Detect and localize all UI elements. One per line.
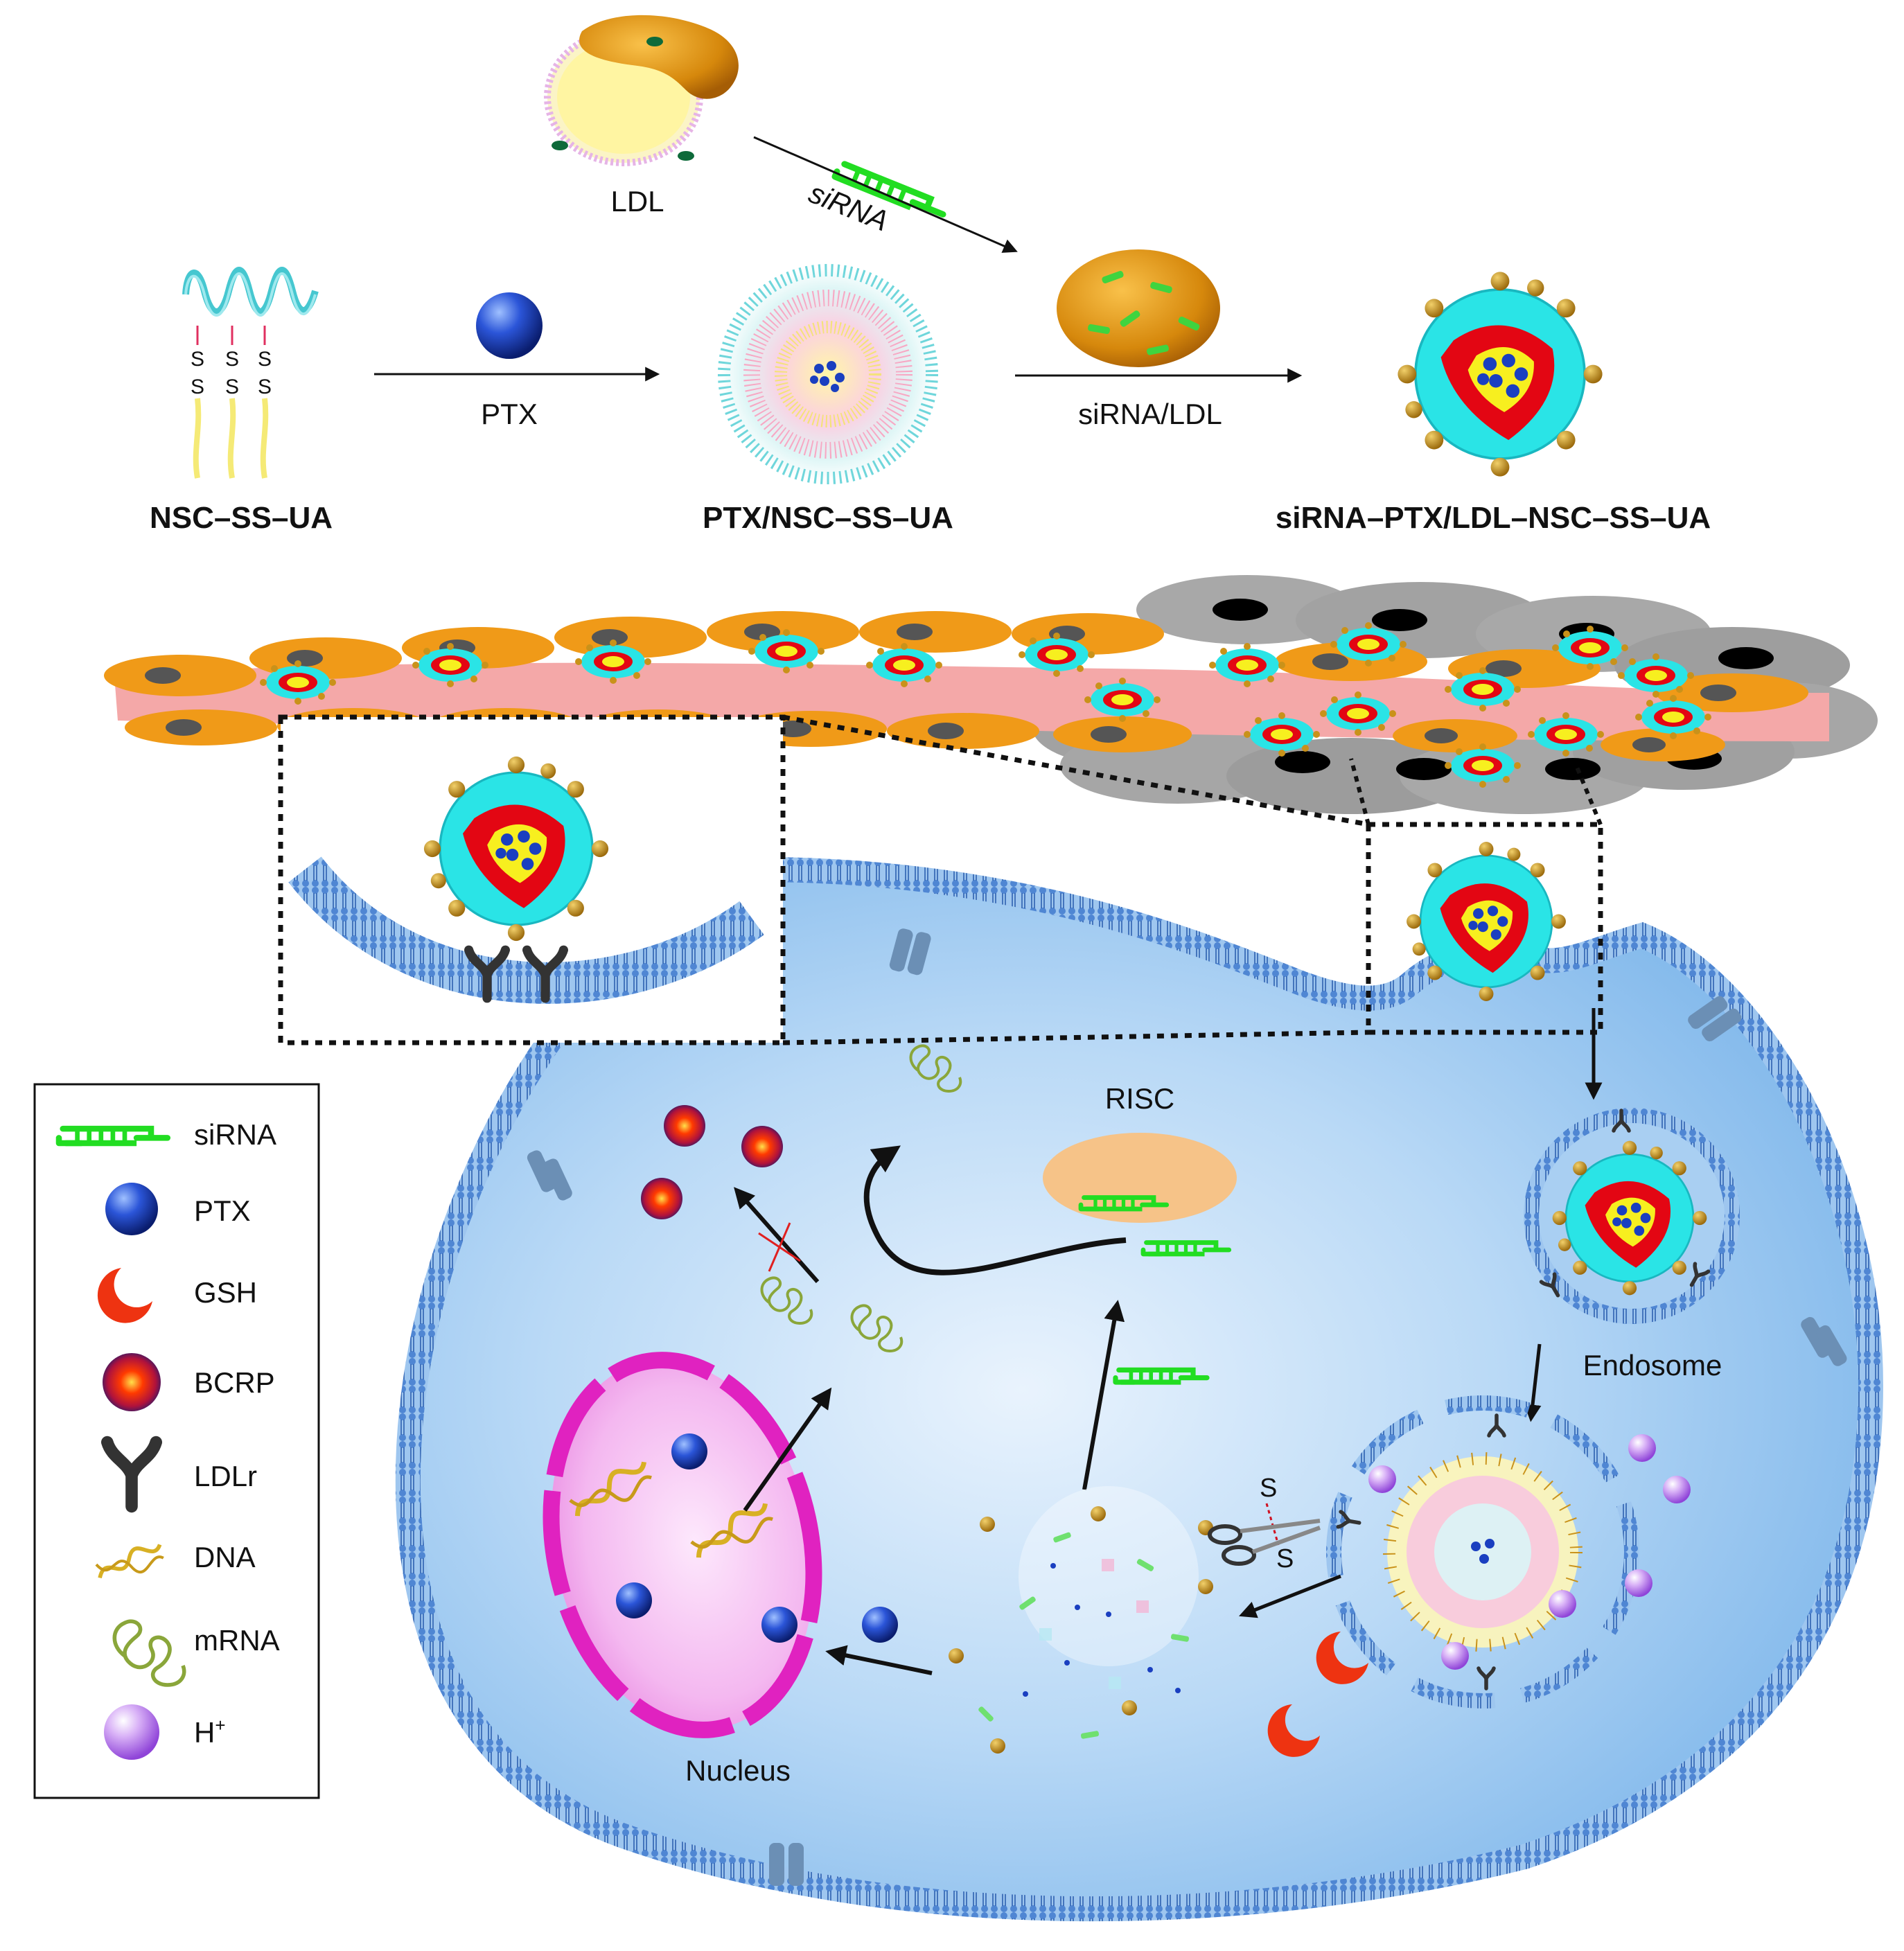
- nucleus: [543, 1352, 822, 1738]
- legend-label-1: PTX: [194, 1194, 251, 1227]
- legend-label-7: H+: [194, 1715, 226, 1749]
- endosome-label: Endosome: [1583, 1349, 1722, 1381]
- legend-label-5: DNA: [194, 1541, 256, 1573]
- nsc-ss-ua-polymer: S S S S S S: [182, 267, 319, 479]
- transcription-arrow: [743, 1387, 832, 1512]
- ptx-arrow-label: PTX: [481, 398, 538, 430]
- cleave-s-top: S: [1260, 1474, 1277, 1503]
- zoom-right: [1366, 822, 1603, 1035]
- scissors-icon: [1208, 1519, 1321, 1566]
- mrna-cleavage-arrow: [863, 1145, 1127, 1275]
- legend-label-4: LDLr: [194, 1460, 257, 1492]
- disulfide-s-1a: S: [191, 348, 204, 371]
- ptx-to-nucleus-arrow: [825, 1645, 933, 1675]
- ldl-particle: [544, 15, 739, 166]
- disulfide-s-2b: S: [225, 376, 239, 398]
- membrane-channels: [527, 928, 1847, 1886]
- disrupted-endosome: [1326, 1395, 1639, 1709]
- legend-label-6: mRNA: [194, 1624, 280, 1657]
- sirna-ldl-complex: [1057, 249, 1220, 367]
- gsh-molecules: [1267, 1632, 1368, 1757]
- legend-proton-sup: +: [215, 1715, 225, 1736]
- ptx-sphere-icon: [476, 292, 543, 359]
- legend-label-3: BCRP: [194, 1366, 275, 1399]
- endocytosing-nanoparticle: [1405, 840, 1567, 1003]
- legend-label-0: siRNA: [194, 1118, 276, 1151]
- legend-ptx-icon: [105, 1183, 158, 1235]
- step2-title: PTX/NSC–SS–UA: [703, 501, 953, 535]
- ptx-micelle: [718, 264, 938, 484]
- ptx-in-nucleus-3: [761, 1607, 797, 1643]
- endosome-nanoparticle: [1551, 1140, 1708, 1296]
- release-arrow: [1239, 1574, 1341, 1618]
- endothelial-top-row: [104, 611, 1808, 712]
- ptx-in-nucleus-2: [616, 1582, 652, 1618]
- released-cargo: [949, 1486, 1213, 1754]
- ptx-released: [862, 1607, 898, 1643]
- bcrp-icon-2: [741, 1126, 783, 1167]
- ldl-sirna-arrow: [753, 136, 1018, 253]
- step3-title: siRNA–PTX/LDL–NSC–SS–UA: [1276, 501, 1711, 535]
- synthesis-scheme: LDL siRNA S S S S S S: [150, 15, 1711, 535]
- translation-arrow: [734, 1187, 820, 1283]
- tumor-cell: Nucleus RISC: [395, 856, 1884, 1922]
- nucleus-label: Nucleus: [685, 1754, 791, 1787]
- zoom-connector-bottom: [782, 1030, 1369, 1045]
- zoom-connector-top: [782, 714, 1369, 827]
- ptx-in-nucleus-1: [671, 1433, 707, 1469]
- bound-nanoparticle: [423, 755, 610, 942]
- disulfide-s-3b: S: [258, 376, 272, 398]
- zoom-pointer-left: [1349, 758, 1370, 825]
- disulfide-cleavage: S S: [1208, 1474, 1321, 1573]
- disulfide-s-1b: S: [191, 376, 204, 398]
- protons: [1368, 1434, 1691, 1670]
- legend-gsh-icon: [97, 1268, 152, 1323]
- zoom-left: [278, 714, 786, 1045]
- legend-label-2: GSH: [194, 1276, 257, 1309]
- cleave-s-bottom: S: [1276, 1544, 1294, 1573]
- bcrp-icon-1: [664, 1105, 705, 1147]
- endosome-to-lysosome-arrow: [1524, 1343, 1542, 1422]
- risc-label: RISC: [1105, 1082, 1174, 1115]
- blocked-translation-mark: [758, 1222, 801, 1272]
- ldl-label: LDL: [610, 185, 664, 218]
- disulfide-s-3a: S: [258, 348, 272, 371]
- legend-bcrp-icon: [103, 1353, 161, 1411]
- endosome: [1524, 1108, 1740, 1324]
- sirna-ldl-arrow-label: siRNA/LDL: [1078, 398, 1222, 430]
- disulfide-s-2a: S: [225, 348, 239, 371]
- legend-proton-h: H: [194, 1716, 215, 1749]
- final-nanoparticle: [1396, 270, 1604, 478]
- sirna-to-risc-arrow: [1082, 1300, 1125, 1490]
- bcrp-icon-3: [641, 1178, 682, 1219]
- legend: siRNA PTX GSH BCRP LDLr DNA mRNA H+: [33, 1083, 320, 1799]
- risc-complex: [1043, 1133, 1237, 1223]
- legend-proton-icon: [104, 1704, 159, 1760]
- step1-title: NSC–SS–UA: [150, 501, 333, 535]
